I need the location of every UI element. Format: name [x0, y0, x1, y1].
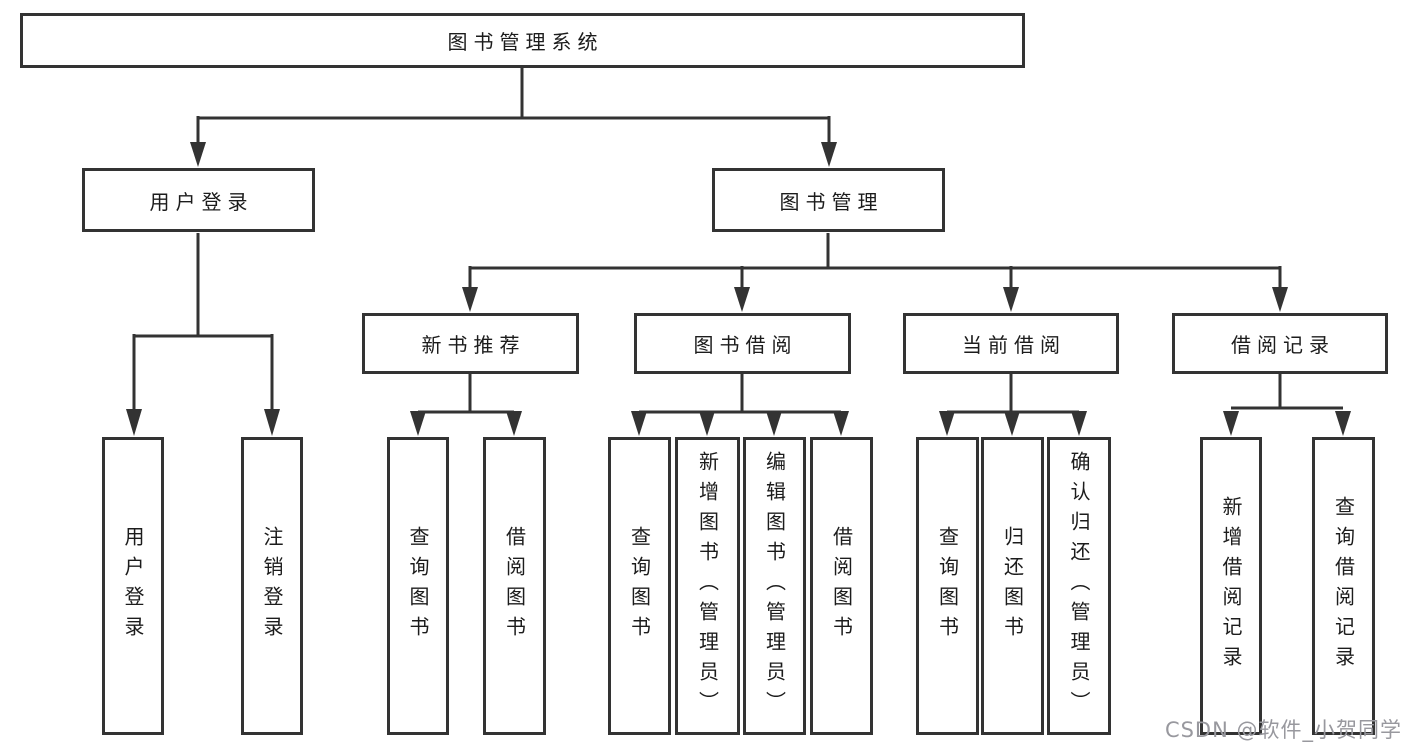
arrowhead-icons [126, 142, 1351, 436]
node-label: 借阅记录 [1231, 333, 1335, 357]
node-label: 注销登录 [260, 526, 284, 646]
node-new-book-recommend: 新书推荐 [362, 313, 579, 374]
node-label: 图书借阅 [693, 333, 798, 357]
node-label: 查询借阅记录 [1331, 496, 1356, 676]
node-book-management-module: 图书管理 [712, 168, 945, 232]
node-label: 查询图书 [627, 526, 652, 646]
node-label: 归还图书 [1000, 526, 1025, 646]
node-label: 借阅图书 [829, 526, 854, 646]
node-user-login-module: 用户登录 [82, 168, 315, 232]
leaf-borrow-books: 借阅图书 [810, 437, 873, 735]
node-label: 新增借阅记录 [1219, 496, 1243, 676]
node-book-borrow: 图书借阅 [634, 313, 851, 374]
leaf-query-borrow-record: 查询借阅记录 [1312, 437, 1375, 735]
leaf-add-borrow-record: 新增借阅记录 [1200, 437, 1262, 735]
node-label: 用户登录 [121, 526, 145, 646]
leaf-add-books-admin: 新增图书（管理员） [675, 437, 740, 735]
node-label: 图书管理系统 [447, 30, 604, 54]
node-library-management-system: 图书管理系统 [20, 13, 1025, 68]
leaf-query-books-current: 查询图书 [916, 437, 979, 735]
node-label: 编辑图书（管理员） [762, 451, 787, 721]
node-label: 新增图书（管理员） [695, 451, 720, 721]
leaf-logout: 注销登录 [241, 437, 303, 735]
node-current-borrow: 当前借阅 [903, 313, 1119, 374]
node-label: 新书推荐 [421, 333, 526, 357]
node-label: 图书管理 [779, 189, 884, 214]
leaf-query-books-recommend: 查询图书 [387, 437, 449, 735]
leaf-edit-books-admin: 编辑图书（管理员） [743, 437, 806, 735]
node-label: 借阅图书 [502, 526, 527, 646]
leaf-query-books-borrow: 查询图书 [608, 437, 671, 735]
node-label: 确认归还（管理员） [1067, 451, 1091, 721]
node-label: 用户登录 [149, 189, 254, 214]
node-label: 查询图书 [406, 526, 430, 646]
node-label: 查询图书 [935, 526, 960, 646]
leaf-return-books: 归还图书 [981, 437, 1044, 735]
leaf-confirm-return-admin: 确认归还（管理员） [1047, 437, 1111, 735]
node-label: 当前借阅 [962, 333, 1066, 357]
leaf-user-login: 用户登录 [102, 437, 164, 735]
node-borrow-records: 借阅记录 [1172, 313, 1388, 374]
leaf-borrow-books-recommend: 借阅图书 [483, 437, 546, 735]
csdn-watermark: CSDN @软件_小贺同学 [1164, 718, 1402, 742]
